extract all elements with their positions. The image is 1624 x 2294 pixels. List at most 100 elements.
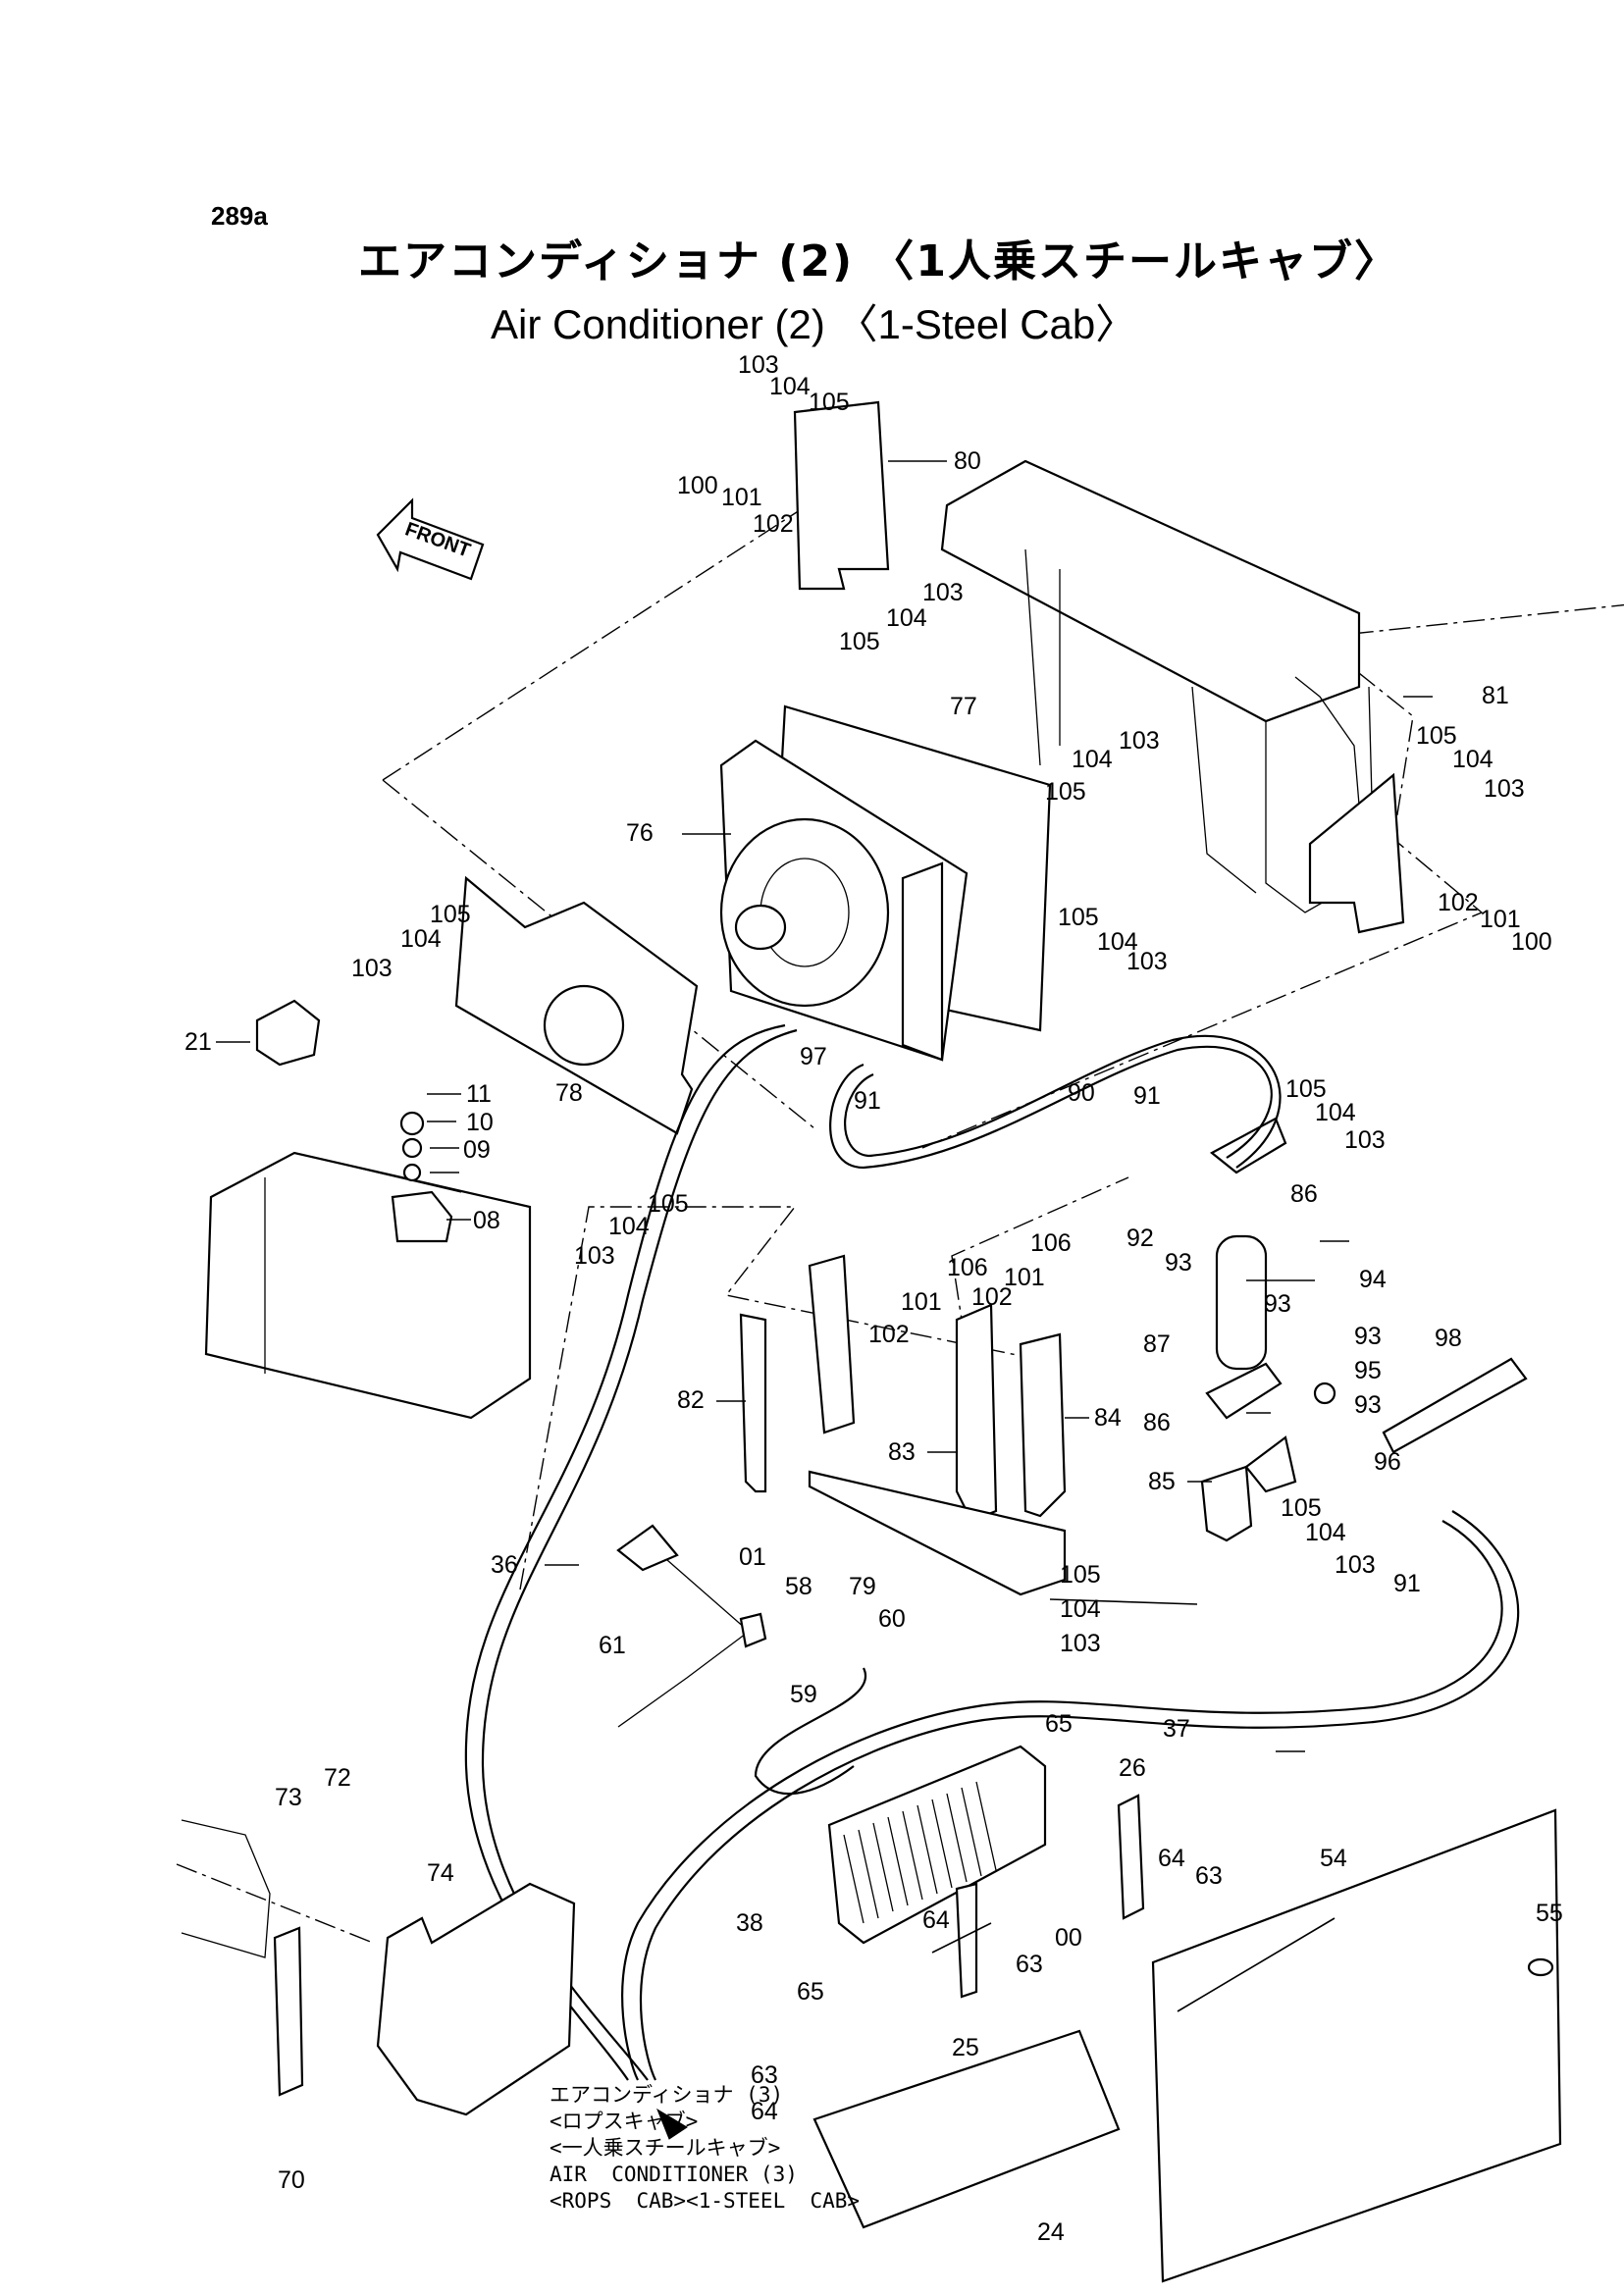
battery-box: [204, 1151, 532, 1420]
callout-label: 38: [736, 1909, 763, 1937]
front-arrow-icon: FRONT: [376, 497, 485, 581]
callout-label: 104: [608, 1213, 650, 1240]
bracket-70: [273, 1926, 304, 2097]
callout-label: 65: [1045, 1710, 1073, 1738]
callout-label: 60: [878, 1605, 906, 1633]
callout-label: 95: [1354, 1357, 1382, 1384]
callout-label: 93: [1264, 1290, 1291, 1318]
callout-label: 90: [1068, 1079, 1095, 1107]
panel-54: [1151, 1808, 1562, 2283]
callout-label: 93: [1354, 1391, 1382, 1419]
callout-label: 85: [1148, 1468, 1176, 1495]
callout-label: 64: [1158, 1845, 1185, 1872]
callout-label: 93: [1354, 1323, 1382, 1350]
callout-label: 86: [1290, 1180, 1318, 1208]
cover-hole: [543, 984, 625, 1067]
callout-label: 104: [400, 925, 442, 953]
callout-label: 91: [1393, 1570, 1421, 1597]
callout-label: 103: [1119, 727, 1160, 755]
callout-label: 61: [599, 1632, 626, 1659]
callout-label: 37: [1163, 1715, 1190, 1743]
callout-label: 104: [1305, 1519, 1346, 1546]
callout-label: 77: [950, 693, 977, 720]
callout-label: 103: [1060, 1630, 1101, 1657]
callout-label: 79: [849, 1573, 876, 1600]
callout-label: 59: [790, 1681, 817, 1708]
callout-label: 103: [1344, 1126, 1386, 1154]
callout-label: 101: [901, 1288, 942, 1316]
callout-label: 103: [351, 955, 393, 982]
callout-label: 84: [1094, 1404, 1122, 1432]
callout-label: 63: [1195, 1862, 1223, 1890]
callout-label: 101: [721, 484, 762, 511]
callout-label: 82: [677, 1386, 705, 1414]
thermo-sensor-01: [616, 1524, 767, 1728]
continuation-arrow-icon: [655, 2108, 688, 2140]
callout-label: 81: [1482, 682, 1509, 709]
callout-label: 92: [1126, 1225, 1154, 1252]
callout-label: 105: [1416, 722, 1457, 750]
callout-label: 104: [769, 373, 811, 400]
callout-label: 104: [1097, 928, 1138, 956]
callout-label: 09: [463, 1136, 491, 1164]
callout-label: 106: [947, 1254, 988, 1281]
callout-label: 105: [1285, 1075, 1327, 1103]
page-number: 289a: [211, 201, 268, 231]
callout-label: 96: [1374, 1448, 1401, 1476]
callout-label: 105: [648, 1190, 689, 1218]
callout-label: 24: [1037, 2218, 1065, 2246]
callout-label: 104: [886, 604, 927, 632]
callout-label: 94: [1359, 1266, 1387, 1293]
callout-label: 76: [626, 819, 654, 847]
callout-label: 104: [1060, 1595, 1101, 1623]
callout-label: 100: [677, 472, 718, 499]
reference-note-line: <ロプスキャブ>: [550, 2110, 699, 2133]
callout-labels: 103 104 105 80 100 101 102 103 104 105 7…: [184, 351, 1563, 2246]
callout-label: 102: [971, 1283, 1013, 1311]
callout-label: 100: [1511, 928, 1552, 956]
callout-label: 91: [854, 1087, 881, 1115]
callout-label: 103: [1126, 948, 1168, 975]
plate-24: [812, 2029, 1121, 2229]
callout-label: 102: [1438, 889, 1479, 916]
support-frame: [739, 1254, 1067, 1596]
callout-label: 97: [800, 1043, 827, 1070]
callout-label: 58: [785, 1573, 812, 1600]
callout-label: 83: [888, 1438, 916, 1466]
callout-label: 105: [809, 389, 850, 416]
callout-label: 103: [1484, 775, 1525, 803]
pressure-switch-98: [1382, 1357, 1528, 1454]
callout-label: 80: [954, 447, 981, 475]
callout-label: 11: [466, 1080, 492, 1108]
callout-label: 36: [491, 1551, 518, 1579]
callout-label: 64: [922, 1906, 950, 1934]
callout-label: 63: [1016, 1951, 1043, 1978]
callout-label: 105: [1045, 778, 1086, 806]
reference-note-line: <一人乗スチールキャブ>: [550, 2136, 781, 2160]
reference-note-line: <ROPS CAB><1-STEEL CAB>: [550, 2189, 861, 2213]
callout-label: 105: [1281, 1494, 1322, 1522]
bracket-25: [955, 1882, 978, 1999]
callout-label: 64: [751, 2098, 778, 2125]
bracket-80: [793, 400, 890, 591]
reference-note-line: AIR CONDITIONER (3): [550, 2163, 798, 2186]
bracket-26: [1117, 1794, 1145, 1920]
callout-label: 103: [922, 579, 964, 606]
callout-label: 102: [868, 1321, 910, 1348]
callout-label: 98: [1435, 1325, 1462, 1352]
duct-74: [376, 1882, 576, 2116]
callout-label: 73: [275, 1784, 302, 1811]
callout-label: 104: [1072, 746, 1113, 773]
receiver-drier-87: [1205, 1117, 1287, 1420]
callout-label: 70: [278, 2166, 305, 2194]
grommet-55: [1527, 1957, 1554, 1977]
callout-label: 91: [1133, 1082, 1161, 1110]
callout-label: 105: [1058, 904, 1099, 931]
callout-label: 65: [797, 1978, 824, 2006]
callout-label: 74: [427, 1859, 454, 1887]
reference-note-line: エアコンディショナ (3): [550, 2083, 784, 2107]
evaporator-00: [827, 1745, 1047, 1945]
callout-label: 104: [1452, 746, 1493, 773]
title-japanese: エアコンディショナ (2) 〈1人乗スチールキャブ〉: [358, 236, 1400, 287]
